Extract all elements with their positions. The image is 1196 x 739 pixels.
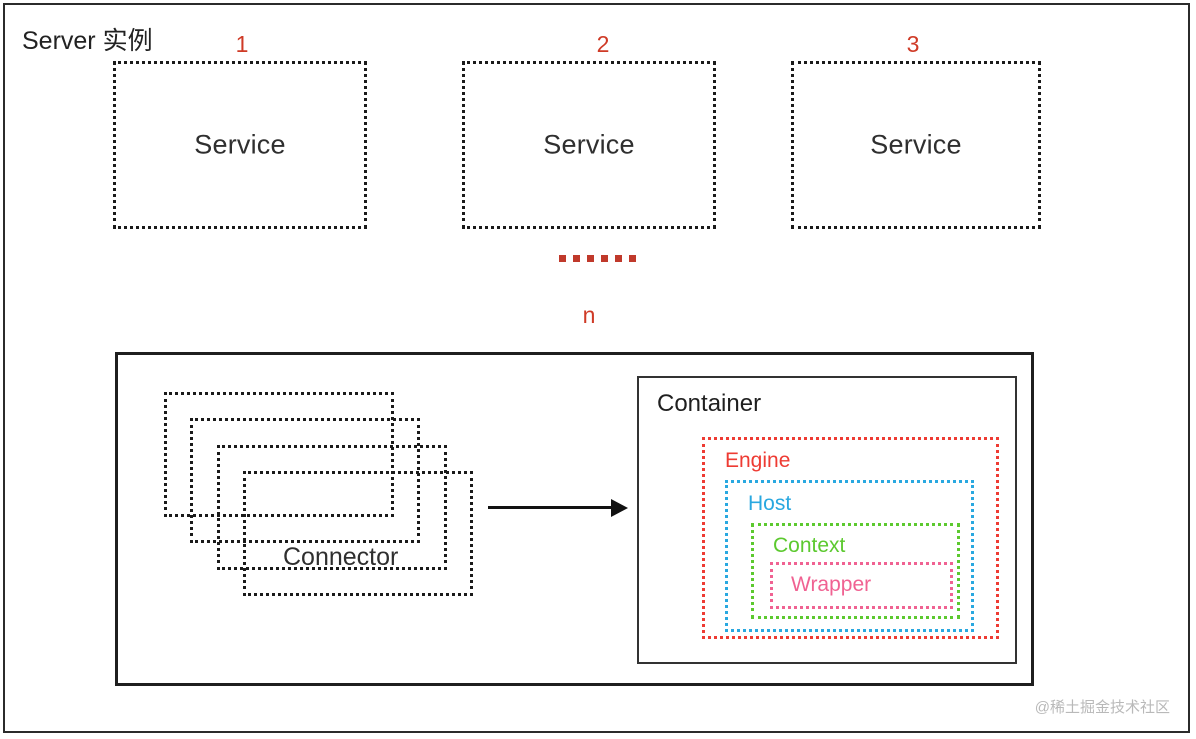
wrapper-box[interactable]: Wrapper (770, 562, 953, 609)
service-box-2[interactable]: Service (462, 61, 716, 229)
engine-box[interactable]: Engine (702, 437, 999, 639)
service-label-1: Service (194, 129, 286, 160)
service-index-2: 2 (596, 31, 610, 57)
service-box-1[interactable]: Service (113, 61, 367, 229)
flow-arrow-head (611, 499, 628, 517)
container-box[interactable]: Container Engine Host Context Wrapper (637, 376, 1017, 664)
ellipsis-dot (573, 255, 580, 262)
connector-box-2[interactable] (217, 445, 447, 570)
watermark: @稀土掘金技术社区 (1034, 699, 1170, 716)
wrapper-label: Wrapper (791, 573, 872, 596)
page-title: Server 实例 (22, 27, 153, 55)
context-label: Context (773, 534, 846, 557)
connector-box-3[interactable] (190, 418, 420, 543)
host-box[interactable]: Host (725, 480, 974, 632)
service-label-3: Service (870, 129, 962, 160)
n-label: n (582, 302, 596, 328)
engine-label: Engine (725, 449, 791, 472)
container-label: Container (657, 390, 762, 417)
service-label-2: Service (543, 129, 635, 160)
host-label: Host (748, 492, 792, 515)
service-box-3[interactable]: Service (791, 61, 1041, 229)
ellipsis-dots (559, 255, 636, 262)
connector-label: Connector (283, 543, 399, 571)
ellipsis-dot (587, 255, 594, 262)
service-index-3: 3 (906, 31, 920, 57)
connector-box-1[interactable] (243, 471, 473, 596)
service-index-1: 1 (235, 31, 249, 57)
ellipsis-dot (601, 255, 608, 262)
ellipsis-dot (615, 255, 622, 262)
context-box[interactable]: Context (751, 523, 960, 619)
connector-box-4[interactable] (164, 392, 394, 517)
ellipsis-dot (629, 255, 636, 262)
flow-arrow-line (488, 506, 613, 509)
ellipsis-dot (559, 255, 566, 262)
server-panel: Connector Container Engine Host Context (115, 352, 1034, 686)
outer-frame: Server 实例 1 Service 2 Service 3 Service … (3, 3, 1190, 733)
